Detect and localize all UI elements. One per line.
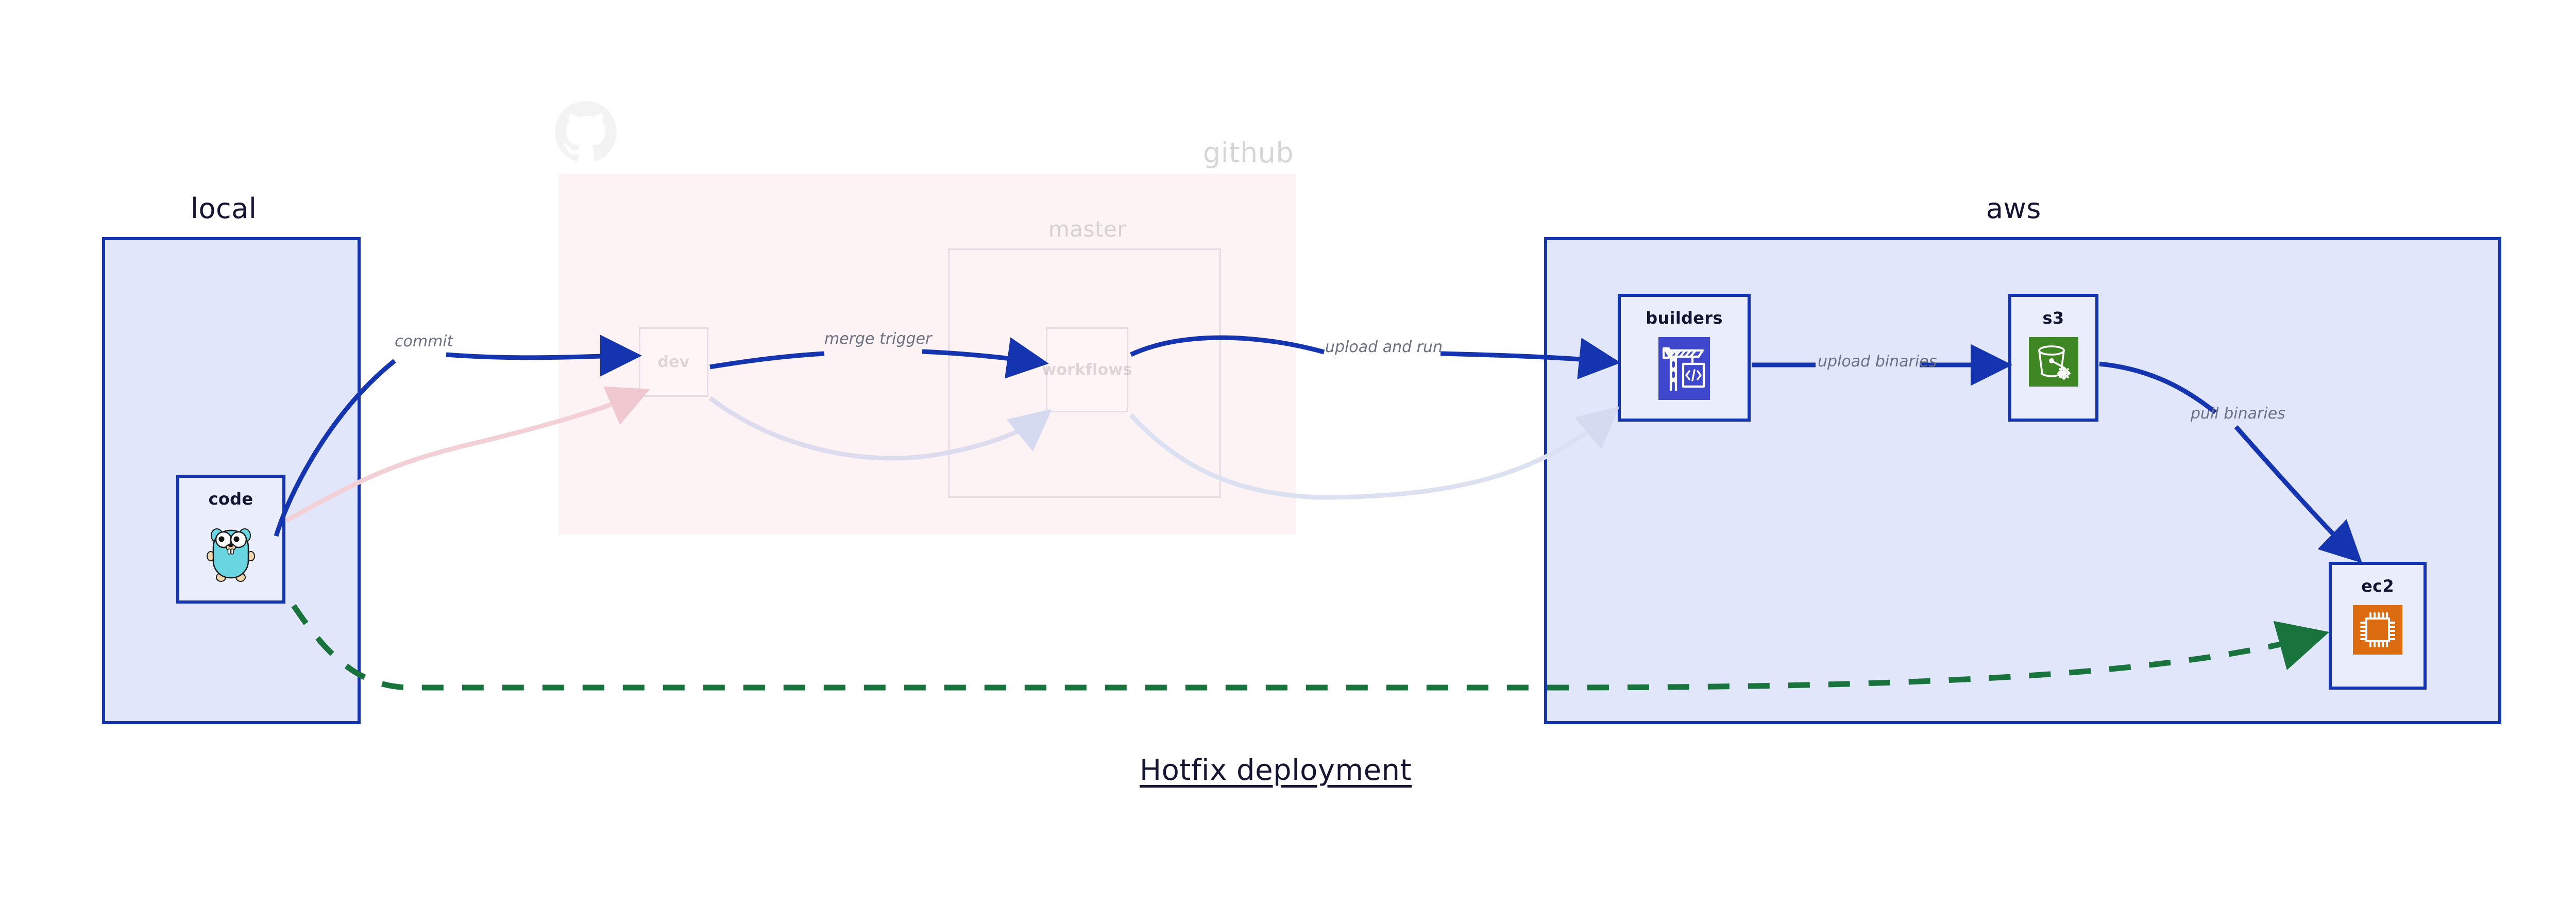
- node-workflows[interactable]: workflows: [1042, 327, 1132, 412]
- node-builders-label: builders: [1646, 308, 1723, 328]
- cluster-label-local: local: [191, 192, 257, 225]
- subcluster-label-master: master: [1048, 216, 1127, 242]
- node-ec2[interactable]: ec2: [2329, 562, 2427, 690]
- go-gopher-icon: [204, 518, 258, 586]
- edge-label-upload-and-run: upload and run: [1325, 338, 1443, 356]
- edge-label-commit: commit: [395, 332, 453, 350]
- aws-ec2-icon: [2353, 605, 2402, 657]
- node-ec2-label: ec2: [2361, 576, 2394, 596]
- edge-label-upload-binaries: upload binaries: [1818, 353, 1937, 371]
- edge-label-pull-binaries: pull binaries: [2191, 405, 2285, 423]
- aws-s3-glacier-icon: [2028, 337, 2078, 389]
- edge-label-merge-trigger: merge trigger: [824, 330, 932, 348]
- cluster-label-aws: aws: [1986, 192, 2041, 225]
- github-octocat-icon: [555, 101, 617, 173]
- node-s3[interactable]: s3: [2008, 294, 2098, 422]
- node-builders[interactable]: builders: [1618, 294, 1751, 422]
- node-code[interactable]: code: [176, 475, 285, 604]
- node-dev[interactable]: dev: [639, 327, 708, 397]
- cluster-label-github: github: [1203, 137, 1294, 169]
- node-dev-label: dev: [657, 353, 690, 371]
- node-workflows-label: workflows: [1042, 361, 1132, 379]
- subcluster-master: [948, 248, 1221, 498]
- node-code-label: code: [208, 489, 253, 509]
- aws-codebuild-icon: [1658, 337, 1710, 402]
- node-s3-label: s3: [2042, 308, 2064, 328]
- diagram-caption: Hotfix deployment: [1140, 754, 1412, 787]
